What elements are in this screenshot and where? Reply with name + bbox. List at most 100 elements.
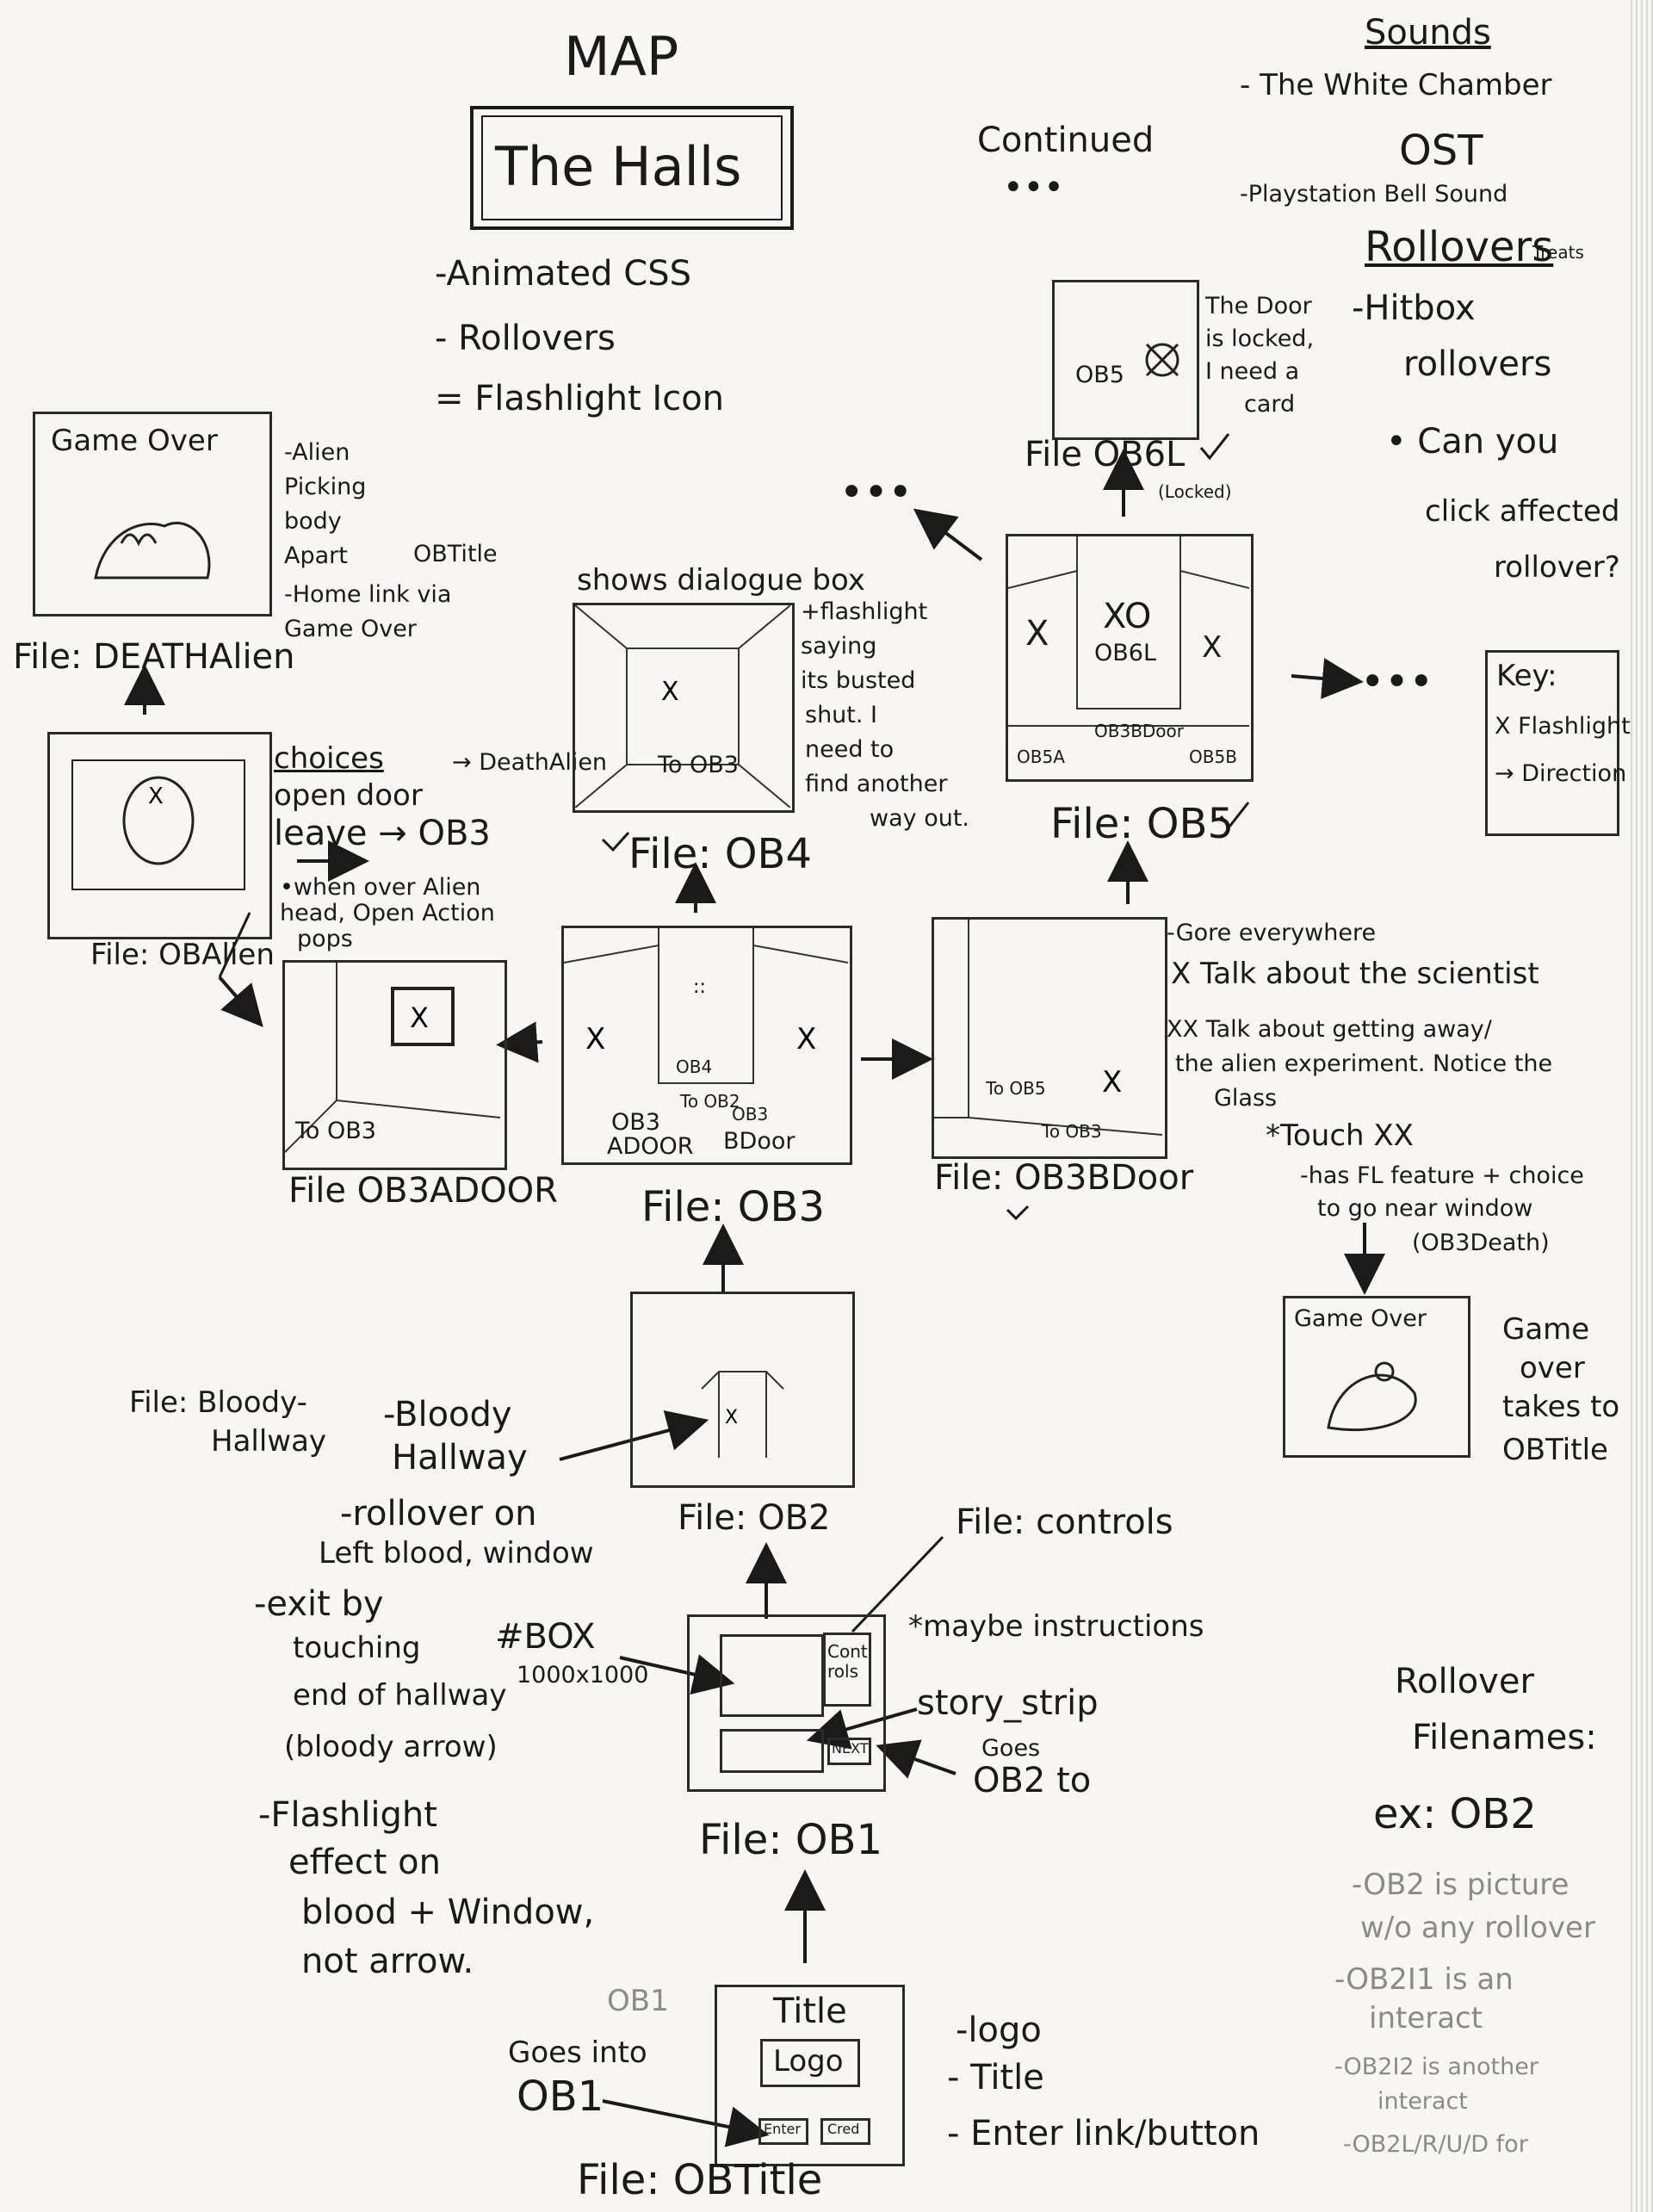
ob3death-note: over [1520, 1351, 1585, 1385]
ob1-next-label: NEXT [832, 1740, 869, 1757]
ob5-continued-dots: ••• [839, 468, 913, 517]
file-ob1: File: OB1 [699, 1816, 882, 1864]
ob2-note: Left blood, window [319, 1536, 594, 1571]
ob-alien-note: pops [297, 926, 353, 952]
obtitle-screen: Title Logo Enter Cred [715, 1985, 905, 2166]
death-alien-note: Picking [284, 474, 367, 500]
ob4-corridor-sketch-icon: X [574, 604, 791, 809]
ob3death-screen: Game Over [1283, 1296, 1470, 1458]
ob3death-note: takes to [1502, 1390, 1620, 1424]
ob4-note: way out. [870, 805, 969, 832]
ob5-room-sketch-icon [1007, 536, 1250, 727]
rollover-filename-item: -OB2 is picture [1352, 1868, 1569, 1902]
ob1-box-frame [720, 1634, 824, 1717]
obtitle-screen-title: Title [773, 1992, 847, 2031]
ob1-goes-to: OB2 to [973, 1761, 1092, 1800]
ob2-note: end of hallway [293, 1678, 507, 1713]
svg-text:X: X [796, 1022, 816, 1056]
ob2-screen: X [630, 1292, 855, 1488]
svg-text:X: X [1102, 1065, 1122, 1100]
death-alien-screen: Game Over [33, 412, 272, 617]
ob5-label-ob3bdoor: OB3BDoor [1094, 721, 1185, 741]
ob6l-screen: OB5 [1052, 280, 1199, 440]
obtitle-credits-button[interactable]: Cred [820, 2118, 870, 2145]
svg-text:::: :: [693, 976, 706, 998]
file-ob3bdoor: File: OB3BDoor [934, 1158, 1194, 1198]
ob5-label-ob5a: OB5A [1017, 747, 1065, 767]
ob-alien-screen: X [47, 732, 272, 939]
rollover-example: ex: OB2 [1373, 1790, 1537, 1838]
ob5-label-ob5b: OB5B [1189, 747, 1237, 767]
ob1-box-size: 1000x1000 [517, 1662, 649, 1688]
ob3bdoor-label-to-ob5: To OB5 [986, 1078, 1046, 1099]
rollover-note: rollover? [1494, 550, 1620, 585]
svg-text:X: X [661, 677, 679, 707]
rollover-note: -Hitbox [1352, 288, 1476, 328]
ob3bdoor-note: (OB3Death) [1412, 1230, 1550, 1256]
ob3bdoor-note: *Touch XX [1266, 1118, 1414, 1153]
file-obtitle: File: OBTitle [577, 2156, 823, 2204]
ob6l-locked: (Locked) [1158, 481, 1232, 502]
death-alien-obtitle: OBTitle [413, 541, 498, 567]
ob3-label-ob3a: OB3 [611, 1109, 660, 1136]
ob3bdoor-label-to-ob3: To OB3 [1042, 1121, 1102, 1142]
file-bloody-hallway: File: Bloody- [129, 1385, 307, 1420]
pointer-bloody-hallway [559, 1410, 709, 1461]
ob6l-label: OB5 [1075, 362, 1124, 388]
obtitle-logo-box: Logo [760, 2039, 860, 2087]
ob1-story-strip-label: story_strip [917, 1683, 1099, 1723]
ob3death-game-over: Game Over [1294, 1305, 1427, 1332]
ob4-note: +flashlight [801, 598, 928, 625]
pointer-box [619, 1654, 735, 1695]
obtitle-credits-label: Cred [827, 2121, 860, 2137]
ob3bdoor-screen: X To OB5 To OB3 [932, 917, 1167, 1159]
ob4-note: saying [801, 633, 877, 660]
obtitle-faint-ob1: OB1 [607, 1984, 669, 2018]
map-heading: MAP [564, 25, 679, 88]
ob2-note: touching [293, 1631, 421, 1665]
ob6l-note: The Door [1205, 293, 1312, 319]
rollover-filenames-heading-cont: Filenames: [1412, 1718, 1597, 1757]
obtitle-enter-label: Enter [764, 2121, 801, 2137]
ob5-mark: X [1025, 614, 1049, 654]
ob3-label-ob3b: OB3 [732, 1104, 769, 1125]
obtitle-goes-into-ob1: OB1 [517, 2073, 604, 2121]
ob3bdoor-note: -has FL feature + choice [1300, 1162, 1584, 1189]
sound-item: OST [1399, 127, 1483, 175]
feature-animated-css: -Animated CSS [435, 254, 691, 294]
ob3-room-sketch-icon: X X :: [563, 928, 849, 1084]
ob3bdoor-note: Glass [1214, 1085, 1278, 1112]
ob2-note: (bloody arrow) [284, 1730, 498, 1764]
rollover-note: click affected [1425, 494, 1620, 529]
ob3-screen: X X :: OB4 To OB2 OB3 ADOOR OB3 BDoor [561, 926, 852, 1165]
obtitle-note: - Enter link/button [947, 2114, 1260, 2153]
ob2-note: effect on [288, 1843, 441, 1882]
ob1-controls-text: Cont rols [827, 1641, 868, 1682]
obtitle-enter-button[interactable]: Enter [758, 2118, 808, 2145]
ob1-next-button[interactable]: NEXT [827, 1738, 871, 1765]
ob-alien-note: head, Open Action [280, 900, 495, 926]
ob6l-note: I need a [1205, 358, 1300, 385]
game-over-text: Game Over [51, 424, 218, 458]
sound-item: - The White Chamber [1240, 68, 1552, 102]
file-ob5: File: OB5 [1050, 800, 1234, 848]
ob3adoor-room-sketch-icon: X [284, 963, 501, 1153]
ob3bdoor-gore-sketch-icon: X [934, 920, 1163, 1136]
ob3adoor-label: To OB3 [295, 1118, 376, 1144]
ob3bdoor-note: -Gore everywhere [1167, 920, 1377, 946]
page-title: The Halls [495, 135, 742, 198]
death-alien-note: -Home link via [284, 581, 452, 608]
ob3bdoor-note: the alien experiment. Notice the [1175, 1050, 1553, 1077]
rollover-filename-item: -OB2I2 is another [1334, 2054, 1538, 2080]
ob1-maybe-instructions: *maybe instructions [908, 1609, 1204, 1644]
key-item-flashlight: X Flashlight [1495, 713, 1631, 740]
ob6l-note: card [1244, 391, 1296, 418]
ob3bdoor-note: XX Talk about getting away/ [1167, 1016, 1492, 1043]
ob1-box-label: #BOX [495, 1617, 596, 1657]
bloody-hallway-sketch-icon: X [701, 1371, 784, 1458]
svg-text:X: X [725, 1407, 738, 1428]
ob1-goes: Goes [981, 1735, 1041, 1762]
arrow-ob3-ob3adoor [496, 1021, 543, 1063]
death-alien-note: body [284, 508, 342, 535]
